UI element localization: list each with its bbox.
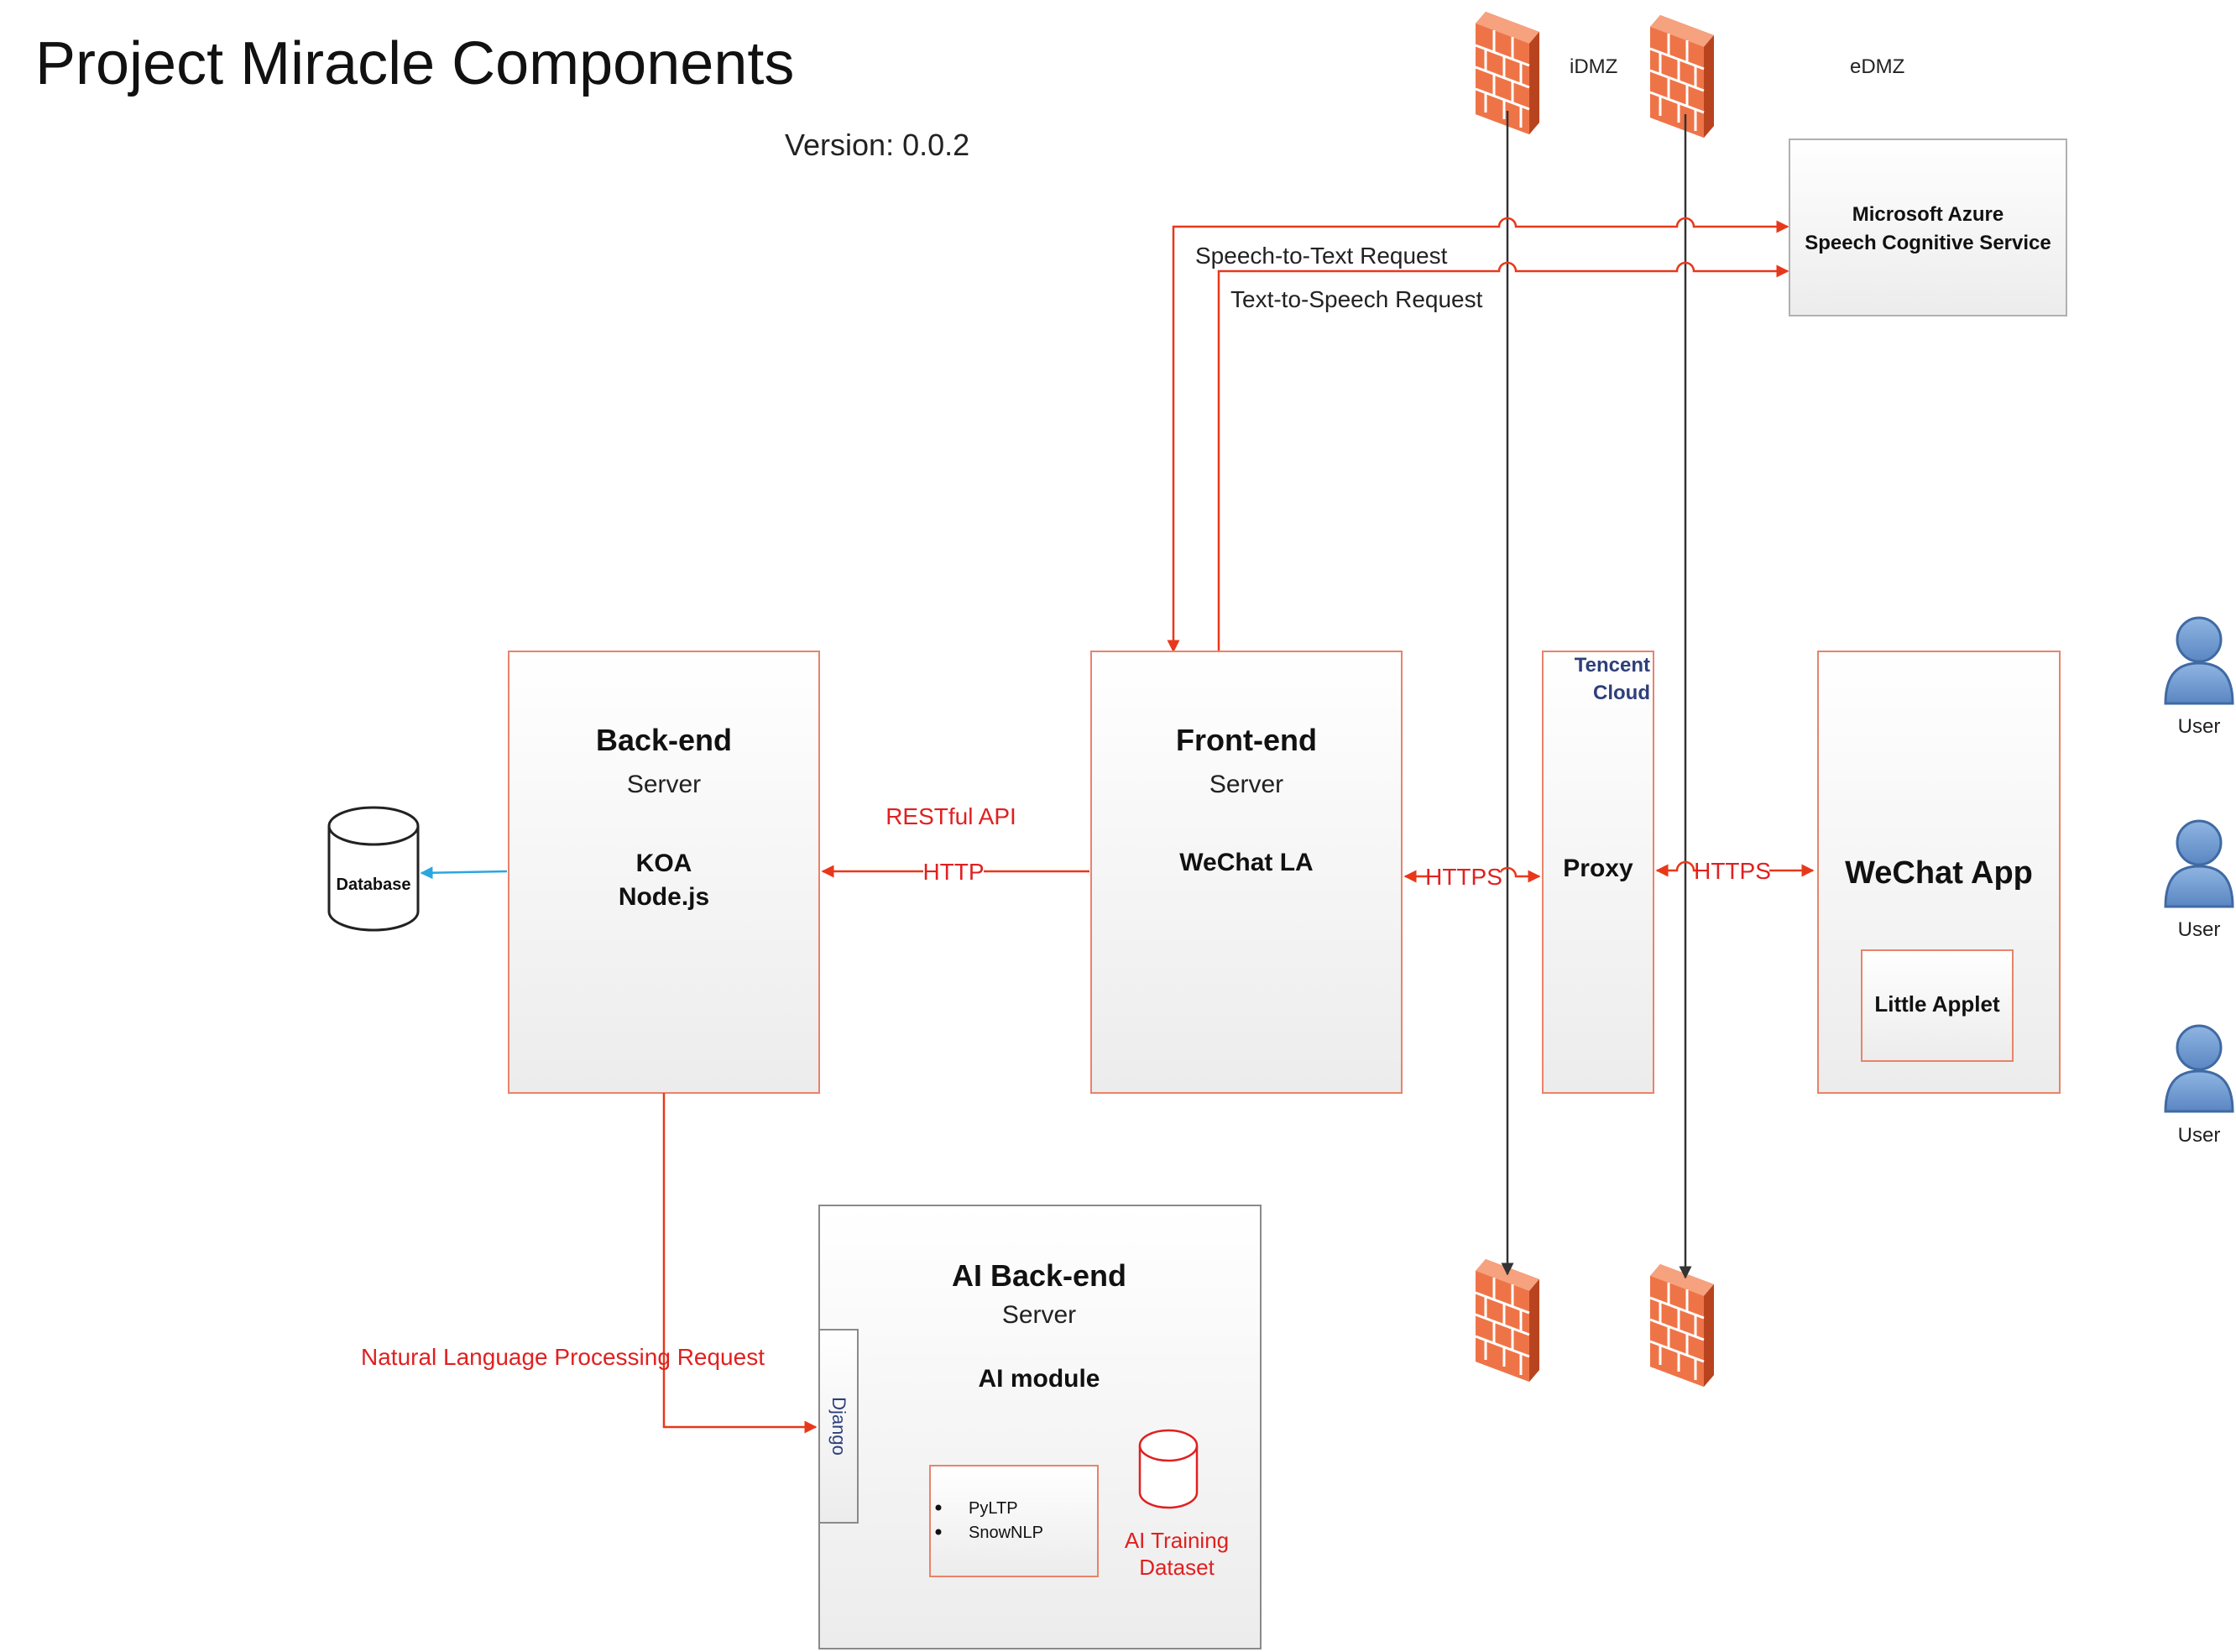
azure-title: Microsoft Azure — [1852, 203, 2004, 226]
text-to-speech-label: Text-to-Speech Request — [1230, 286, 1483, 312]
nlp-request-label: Natural Language Processing Request — [361, 1344, 765, 1370]
edmz-label: eDMZ — [1850, 55, 1904, 78]
database-icon — [327, 806, 420, 932]
backend-title: Back-end — [596, 723, 732, 757]
backend-koa: KOA — [636, 850, 692, 877]
ai-module-label: AI module — [978, 1365, 1100, 1393]
https-app-arrow — [1655, 860, 1815, 877]
idmz-firewall-bottom-icon — [1474, 1257, 1541, 1383]
user-label: User — [2178, 918, 2221, 941]
azure-subtitle: Speech Cognitive Service — [1805, 232, 2051, 254]
http-label: HTTP — [922, 859, 984, 885]
ai-dataset-label-line2: Dataset — [1139, 1555, 1215, 1580]
frontend-server-box[interactable] — [1090, 651, 1403, 1094]
ai-backend-subtitle: Server — [1002, 1301, 1076, 1329]
user-icon — [2164, 819, 2234, 908]
edmz-firewall-top-icon — [1648, 13, 1716, 139]
proxy-box[interactable] — [1542, 651, 1654, 1094]
ai-libraries-box[interactable] — [929, 1465, 1099, 1577]
proxy-label: Proxy — [1563, 855, 1633, 882]
user-label: User — [2178, 1124, 2221, 1147]
ai-dataset-label-line1: AI Training — [1125, 1528, 1229, 1553]
https-front-label: HTTPS — [1425, 864, 1502, 890]
version-label: Version: 0.0.2 — [785, 128, 969, 162]
frontend-wechat-la: WeChat LA — [1179, 849, 1313, 876]
little-applet-label: Little Applet — [1874, 991, 2000, 1017]
ai-dataset-database-icon — [1138, 1429, 1199, 1509]
django-box[interactable] — [818, 1329, 859, 1524]
little-applet-box[interactable] — [1861, 949, 2014, 1062]
django-label: Django — [828, 1397, 849, 1456]
user-icon — [2164, 1024, 2234, 1113]
backend-server-box[interactable] — [508, 651, 820, 1094]
https-app-label: HTTPS — [1694, 858, 1771, 884]
page-title: Project Miracle Components — [35, 30, 794, 97]
azure-speech-service-box[interactable] — [1789, 139, 2067, 316]
speech-to-text-arrow — [1167, 217, 1789, 653]
frontend-subtitle: Server — [1209, 771, 1283, 798]
text-to-speech-arrow — [1217, 261, 1789, 651]
user-icon — [2164, 616, 2234, 705]
tencent-cloud-label-line1: Tencent — [1575, 654, 1650, 677]
library-item: SnowNLP — [969, 1524, 1043, 1542]
speech-to-text-label: Speech-to-Text Request — [1195, 243, 1448, 269]
tencent-cloud-label-line2: Cloud — [1593, 682, 1650, 704]
frontend-title: Front-end — [1176, 723, 1317, 757]
idmz-label: iDMZ — [1570, 55, 1617, 78]
edmz-firewall-bottom-icon — [1648, 1263, 1716, 1388]
wechat-app-title: WeChat App — [1845, 855, 2033, 891]
database-label: Database — [337, 876, 411, 894]
library-item: PyLTP — [969, 1499, 1018, 1518]
restful-api-label: RESTful API — [886, 803, 1016, 829]
backend-nodejs: Node.js — [619, 883, 709, 911]
ai-backend-title: AI Back-end — [952, 1258, 1126, 1293]
user-label: User — [2178, 715, 2221, 738]
backend-database-arrow — [420, 866, 508, 880]
nlp-request-arrow — [662, 1093, 818, 1434]
backend-subtitle: Server — [627, 771, 701, 798]
